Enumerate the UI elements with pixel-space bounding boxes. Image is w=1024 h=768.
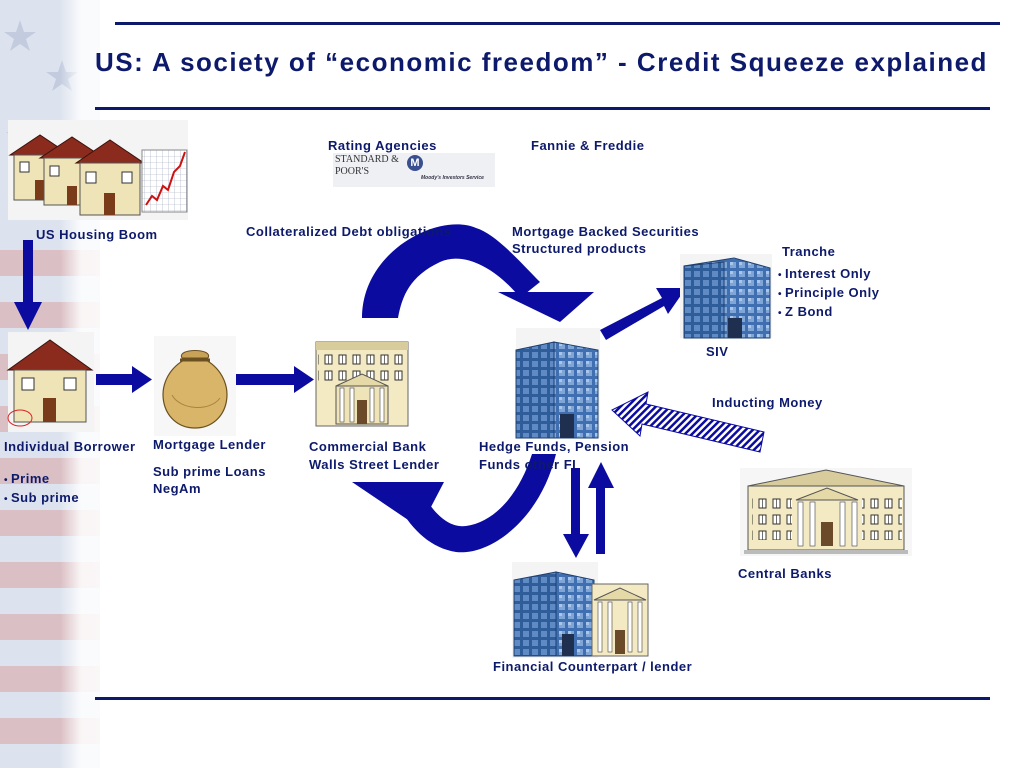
label-mortgage-lender: Mortgage Lender xyxy=(153,437,266,452)
house-icon xyxy=(6,332,94,432)
page-title: US: A society of “economic freedom” - Cr… xyxy=(95,47,988,77)
moodys-logo-mark: M xyxy=(407,155,423,171)
label-financial-counterpart: Financial Counterpart / lender xyxy=(493,659,693,674)
label-wall-street-lender: Walls Street Lender xyxy=(309,457,440,472)
money-bag-icon xyxy=(154,336,236,436)
curved-arrow-bottom xyxy=(352,454,556,553)
curved-arrow-top xyxy=(362,224,594,322)
label-sub-prime-loans: Sub prime Loans xyxy=(153,464,266,479)
label-negam: NegAm xyxy=(153,481,202,496)
top-rule xyxy=(115,22,1000,25)
label-other-fi: Funds other FI xyxy=(479,457,577,472)
label-mbs: Mortgage Backed Securities xyxy=(512,224,700,239)
list-item: •Principle Only xyxy=(778,285,880,300)
label-fannie-freddie: Fannie & Freddie xyxy=(531,138,645,153)
sp-logo: STANDARD & POOR'S xyxy=(335,154,399,177)
rising-chart-icon xyxy=(141,149,188,213)
borrower-list: •Prime •Sub prime xyxy=(4,470,79,508)
glass-tower-icon xyxy=(515,328,600,439)
label-siv: SIV xyxy=(706,344,729,359)
bank-building-icon xyxy=(591,583,649,657)
bottom-rule xyxy=(95,697,990,700)
label-individual-borrower: Individual Borrower xyxy=(4,439,136,454)
diagonal-arrow xyxy=(600,288,686,340)
up-arrow xyxy=(588,462,614,554)
moodys-logo: Moody's Investors Service xyxy=(421,175,484,181)
list-item: •Sub prime xyxy=(4,490,80,505)
label-structured-products: Structured products xyxy=(512,241,647,256)
list-item: •Z Bond xyxy=(778,304,833,319)
central-bank-icon xyxy=(740,468,912,556)
label-us-housing-boom: US Housing Boom xyxy=(36,227,158,242)
list-item: •Interest Only xyxy=(778,266,871,281)
label-central-banks: Central Banks xyxy=(738,566,832,581)
down-arrow xyxy=(563,468,589,558)
right-arrow xyxy=(96,366,152,393)
tranche-list: •Interest Only •Principle Only •Z Bond xyxy=(778,265,879,322)
list-item: •Prime xyxy=(4,471,50,486)
glass-tower-icon xyxy=(512,562,598,658)
label-commercial-bank: Commercial Bank xyxy=(309,439,427,454)
inducting-money-arrow xyxy=(611,391,765,453)
label-inducting-money: Inducting Money xyxy=(712,395,823,410)
bank-building-icon xyxy=(315,341,409,427)
glass-tower-icon xyxy=(680,254,772,339)
down-arrow xyxy=(14,240,42,330)
title-underline xyxy=(95,107,990,110)
label-hedge-funds: Hedge Funds, Pension xyxy=(479,439,630,454)
label-cdo: Collateralized Debt obligations xyxy=(246,224,452,239)
rating-agency-logos: STANDARD & POOR'S M Moody's Investors Se… xyxy=(333,153,495,187)
right-arrow xyxy=(236,366,314,393)
label-tranche: Tranche xyxy=(782,244,836,259)
label-rating-agencies: Rating Agencies xyxy=(328,138,437,153)
